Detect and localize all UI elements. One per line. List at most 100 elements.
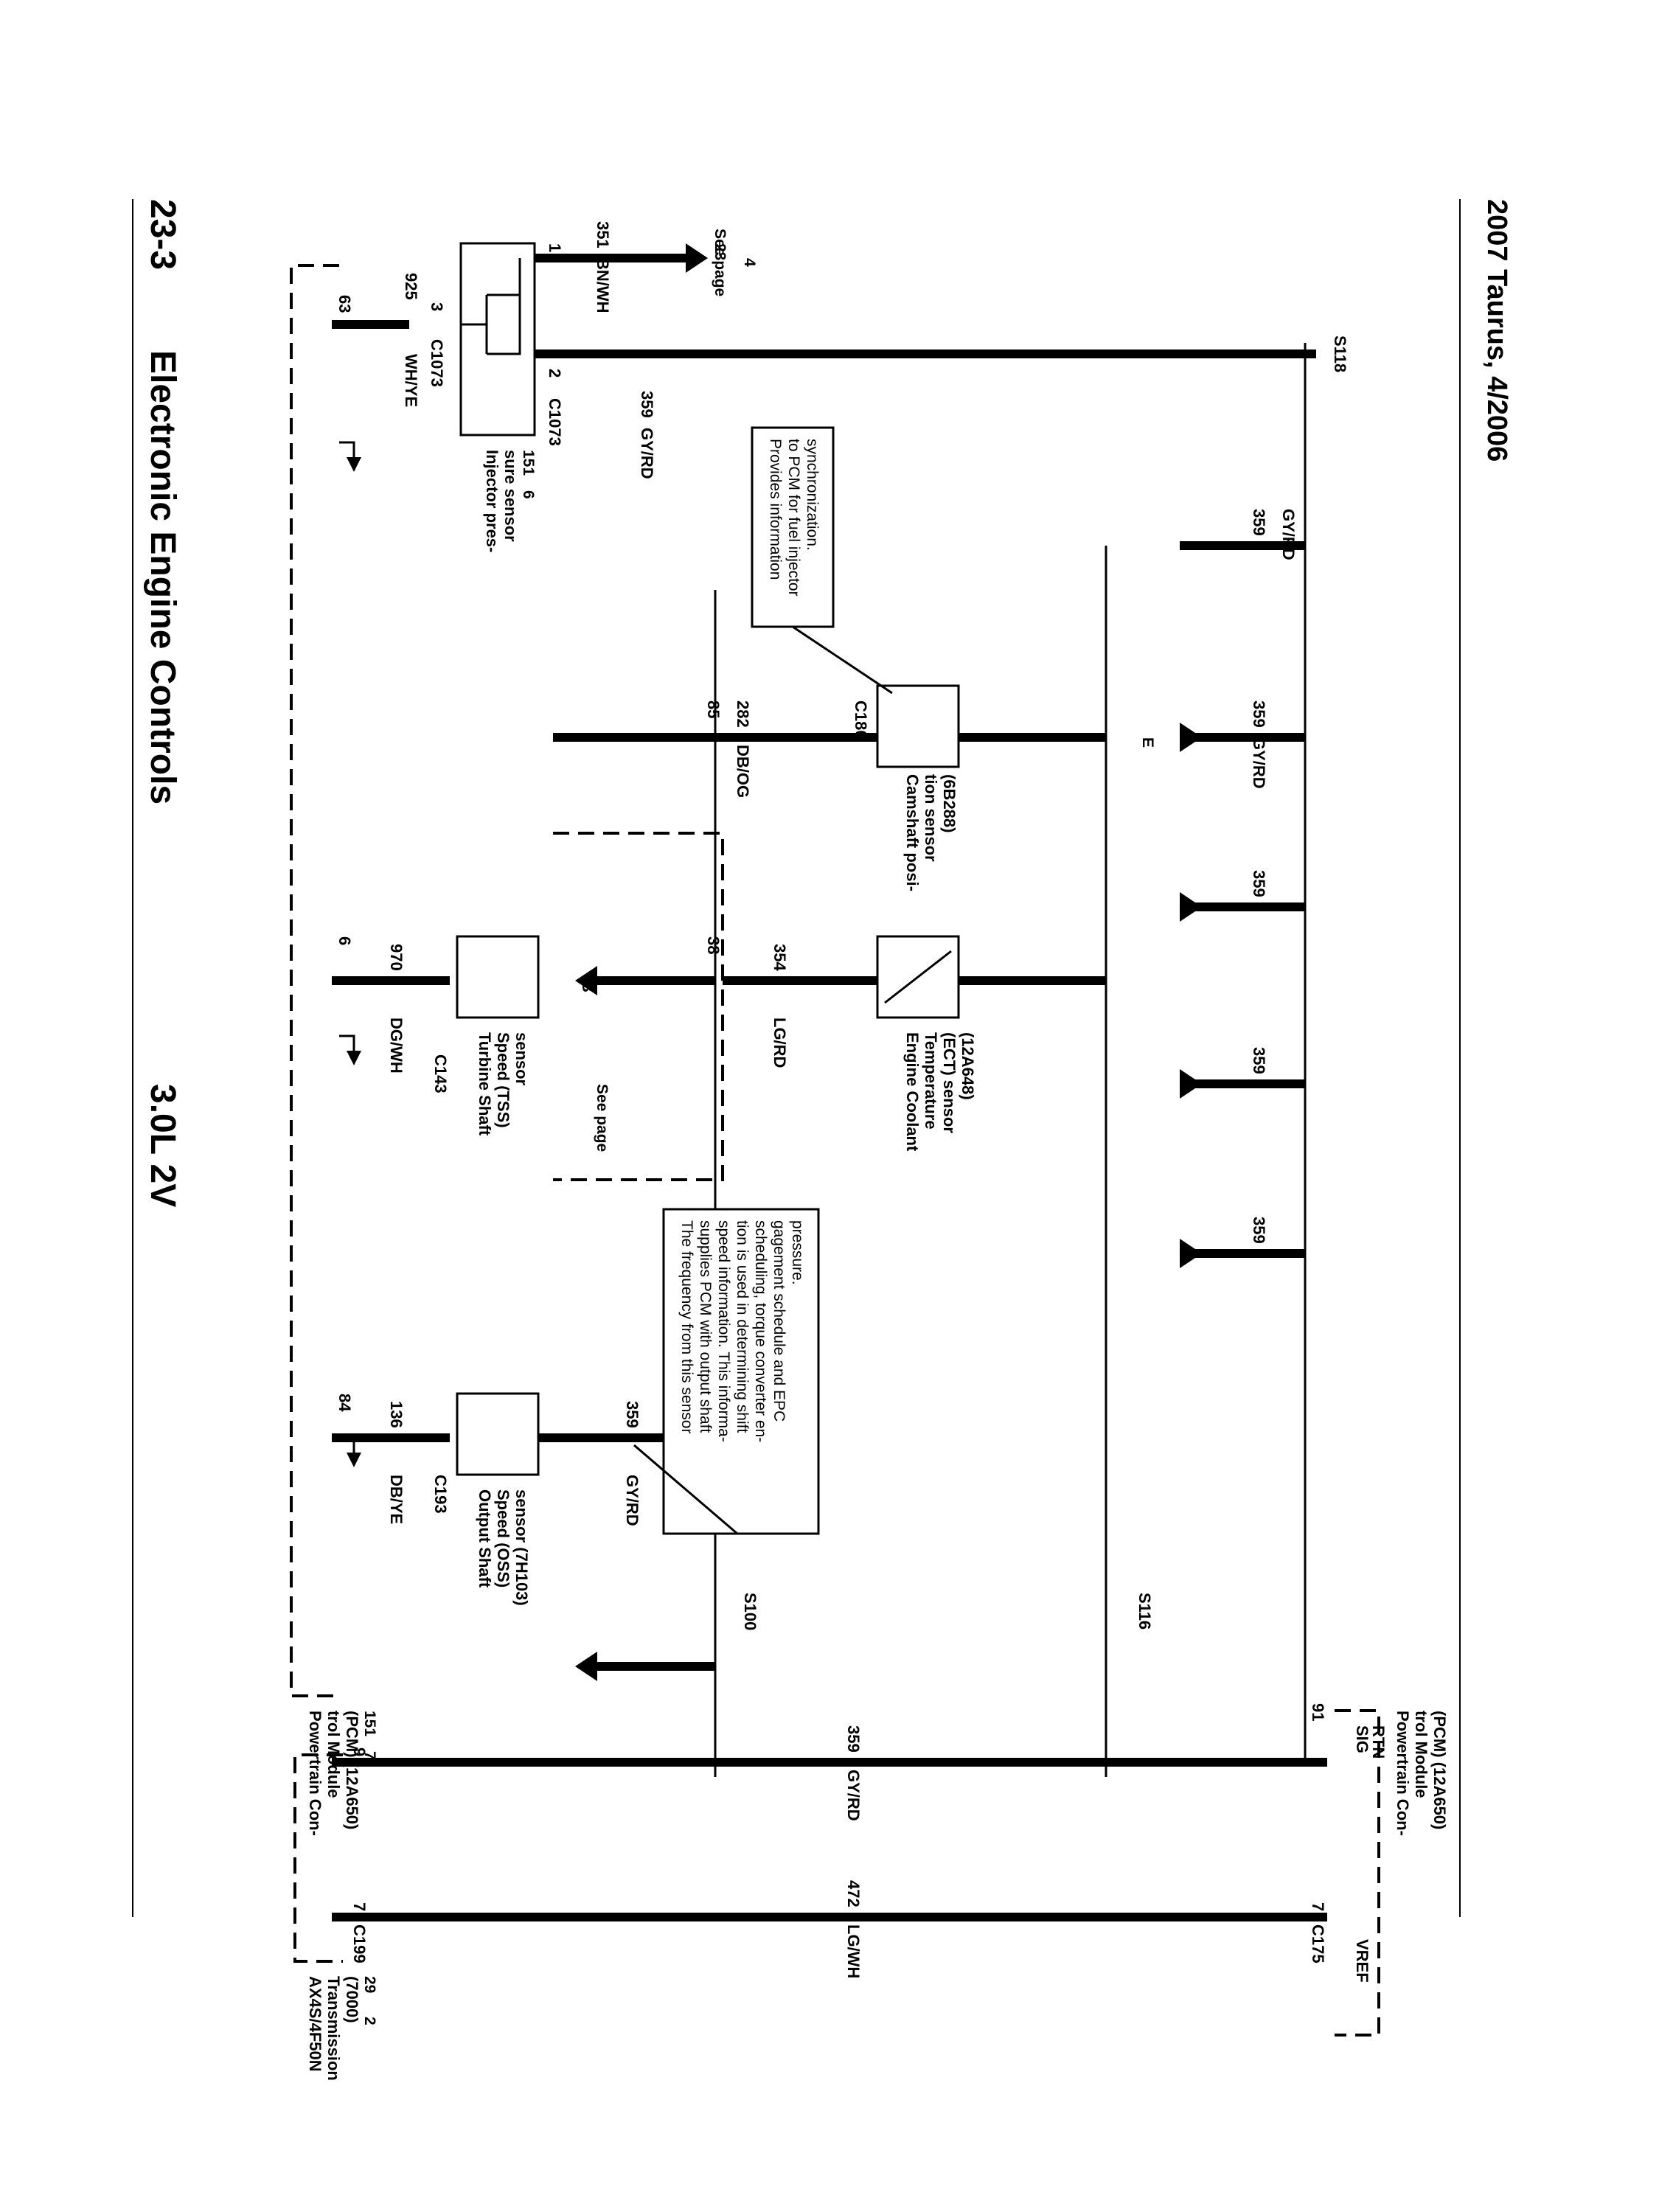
svg-text:351: 351 bbox=[594, 221, 612, 248]
transmission-box bbox=[293, 1753, 343, 1963]
transmission-label-2: Transmission bbox=[324, 1976, 343, 2081]
svg-text:trol Module: trol Module bbox=[1412, 1711, 1430, 1798]
svg-text:C175: C175 bbox=[1309, 1924, 1327, 1964]
svg-text:359: 359 bbox=[1250, 1217, 1268, 1244]
svg-text:E: E bbox=[1139, 737, 1156, 748]
svg-text:(12A648): (12A648) bbox=[959, 1032, 977, 1100]
transmission-harness: 9 7 359 GY/RD 472 LG/WH C199 91 7 C175 bbox=[332, 1703, 1327, 1978]
pin-84: 84 bbox=[335, 1394, 354, 1412]
oss-sensor-box bbox=[456, 1392, 540, 1476]
svg-text:38: 38 bbox=[704, 936, 723, 954]
svg-text:tion is used in determining sh: tion is used in determining shift bbox=[734, 1220, 751, 1433]
pcm-box-bottom bbox=[1335, 1709, 1380, 2037]
pin-63: 63 bbox=[335, 295, 354, 313]
svg-text:359: 359 bbox=[623, 1401, 641, 1428]
svg-text:gagement schedule and EPC: gagement schedule and EPC bbox=[771, 1220, 787, 1422]
transmission-label-3: (7000) bbox=[343, 1976, 361, 2023]
pcm-box-top bbox=[290, 264, 339, 1697]
svg-text:7: 7 bbox=[1309, 1902, 1327, 1911]
svg-text:Temperature: Temperature bbox=[922, 1032, 940, 1130]
svg-text:282: 282 bbox=[734, 700, 752, 728]
svg-text:970: 970 bbox=[387, 944, 406, 971]
svg-text:SIG: SIG bbox=[1353, 1725, 1371, 1753]
svg-text:(PCM) (12A650): (PCM) (12A650) bbox=[1430, 1711, 1449, 1829]
svg-text:23: 23 bbox=[712, 243, 728, 260]
splice-s116: S116 bbox=[1135, 1593, 1154, 1630]
svg-text:VREF: VREF bbox=[1353, 1939, 1371, 1983]
svg-text:Engine Coolant: Engine Coolant bbox=[903, 1032, 922, 1152]
note-cmp: Provides information to PCM for fuel inj… bbox=[751, 426, 893, 695]
svg-text:See page: See page bbox=[594, 1084, 611, 1152]
svg-text:7: 7 bbox=[350, 1902, 369, 1911]
svg-text:359: 359 bbox=[638, 391, 656, 418]
ect-sensor: 38 354 LG/RD Engine Coolant Temperature … bbox=[704, 935, 1106, 1152]
svg-text:85: 85 bbox=[704, 700, 723, 718]
note-oss: The frequency from this sensor supplies … bbox=[633, 1208, 820, 1535]
pcm-bottom-label-1: Powertrain Con- bbox=[1394, 1711, 1412, 1836]
injector-sensor-box bbox=[459, 242, 536, 437]
svg-text:(6B288): (6B288) bbox=[940, 774, 959, 832]
svg-text:472: 472 bbox=[844, 1880, 863, 1907]
svg-text:tion sensor: tion sensor bbox=[922, 774, 940, 862]
svg-text:GY/RD: GY/RD bbox=[638, 428, 656, 479]
svg-text:Camshaft posi-: Camshaft posi- bbox=[903, 774, 922, 891]
svg-text:BN/WH: BN/WH bbox=[594, 258, 612, 313]
svg-text:to PCM for fuel injector: to PCM for fuel injector bbox=[785, 439, 802, 597]
svg-text:359: 359 bbox=[1250, 509, 1268, 536]
injector-pressure-sensor: 63 925 WH/YE 3 C1073 Injector pres- sure… bbox=[332, 221, 1316, 552]
pin-1a: 1 bbox=[546, 243, 564, 252]
transmission-ref: 29 bbox=[361, 1976, 378, 1993]
svg-text:6: 6 bbox=[520, 490, 537, 499]
cmp-sensor: 85 282 DB/OG Camshaft posi- tion sensor … bbox=[553, 684, 1106, 891]
pcm-label-1: Powertrain Con- bbox=[306, 1711, 324, 1836]
svg-text:speed information. This inform: speed information. This informa- bbox=[715, 1220, 732, 1442]
svg-text:C199: C199 bbox=[350, 1924, 369, 1964]
svg-text:GY/RD: GY/RD bbox=[1279, 509, 1298, 560]
svg-text:GY/RD: GY/RD bbox=[1250, 737, 1268, 789]
pcm-box-mid bbox=[553, 832, 724, 1181]
injector-label-2: sure sensor bbox=[501, 450, 520, 542]
pcm-label-3: (PCM) (12A650) bbox=[343, 1711, 361, 1829]
svg-text:supplies PCM with output shaft: supplies PCM with output shaft bbox=[697, 1220, 714, 1433]
connector-c1073a: C1073 bbox=[428, 339, 446, 387]
svg-text:136: 136 bbox=[387, 1401, 406, 1428]
svg-text:359: 359 bbox=[1250, 700, 1268, 728]
svg-text:DG/WH: DG/WH bbox=[387, 1018, 406, 1074]
svg-text:354: 354 bbox=[771, 944, 789, 971]
svg-text:DB/OG: DB/OG bbox=[734, 745, 752, 798]
circuit-925: 925 bbox=[402, 273, 420, 300]
color-whye: WH/YE bbox=[402, 354, 420, 407]
page-number: 23-3 bbox=[143, 199, 182, 270]
pin-2a: 2 bbox=[546, 369, 564, 378]
pcm-ref: 151 bbox=[361, 1711, 378, 1736]
oss-sensor: 84 136 DB/YE Output Shaft Speed (OSS) se… bbox=[332, 1392, 715, 1681]
svg-text:9: 9 bbox=[350, 1747, 369, 1756]
svg-text:GY/RD: GY/RD bbox=[844, 1770, 863, 1821]
svg-text:91: 91 bbox=[1309, 1703, 1327, 1721]
svg-text:359: 359 bbox=[1250, 870, 1268, 897]
pin-6: 6 bbox=[335, 936, 354, 945]
svg-text:scheduling, torque converter e: scheduling, torque converter en- bbox=[752, 1220, 769, 1442]
svg-text:4: 4 bbox=[741, 258, 758, 267]
svg-text:B: B bbox=[579, 981, 597, 992]
svg-text:pressure.: pressure. bbox=[789, 1220, 806, 1285]
svg-text:Provides information: Provides information bbox=[767, 439, 784, 580]
svg-text:LG/WH: LG/WH bbox=[844, 1924, 863, 1978]
svg-text:151: 151 bbox=[520, 450, 537, 476]
tss-sensor-box bbox=[456, 935, 540, 1019]
svg-text:N: N bbox=[688, 253, 703, 262]
svg-text:359: 359 bbox=[844, 1725, 863, 1753]
svg-text:Turbine Shaft: Turbine Shaft bbox=[476, 1032, 494, 1136]
transmission-label-1: AX4S/4F50N bbox=[306, 1976, 324, 2072]
connector-c1073b: C1073 bbox=[546, 398, 564, 446]
engine-label: 3.0L 2V bbox=[143, 1084, 182, 1207]
svg-text:Speed (TSS): Speed (TSS) bbox=[494, 1032, 512, 1128]
ground-symbols-top bbox=[339, 441, 361, 1467]
svg-text:(ECT) sensor: (ECT) sensor bbox=[940, 1032, 959, 1133]
transmission-ref-num: 2 bbox=[361, 2017, 378, 2025]
cmp-sensor-box bbox=[876, 684, 960, 768]
pin-3: 3 bbox=[428, 302, 446, 311]
svg-text:C143: C143 bbox=[431, 1054, 450, 1093]
